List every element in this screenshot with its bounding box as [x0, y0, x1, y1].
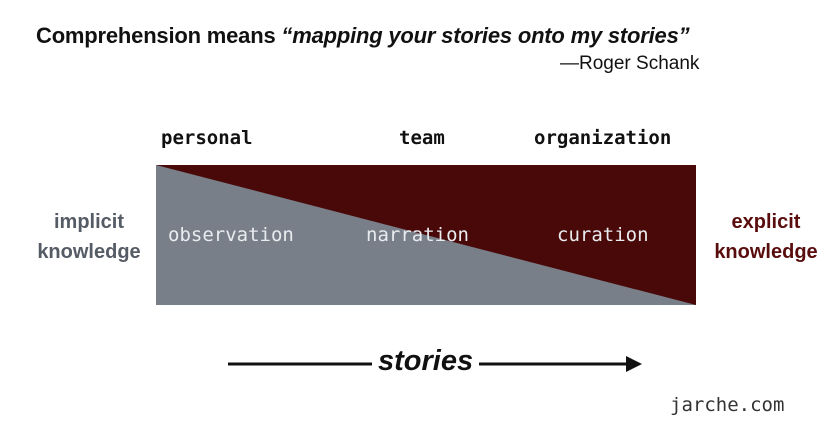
stage-observation: observation [168, 224, 294, 246]
column-label-personal: personal [161, 127, 253, 149]
explicit-label-line2: knowledge [714, 241, 818, 263]
title: Comprehension means “mapping your storie… [36, 23, 690, 49]
column-label-team: team [399, 127, 445, 149]
stories-label: stories [372, 345, 480, 378]
column-label-organization: organization [534, 127, 672, 149]
credit: jarche.com [670, 394, 785, 416]
explicit-knowledge-label: explicit knowledge [706, 207, 826, 267]
implicit-knowledge-label: implicit knowledge [30, 207, 148, 267]
explicit-label-line1: explicit [731, 211, 801, 233]
implicit-label-line2: knowledge [37, 241, 141, 263]
stage-curation: curation [557, 224, 649, 246]
arrow-head [626, 356, 642, 372]
title-quote: “mapping your stories onto my stories” [281, 23, 690, 48]
spectrum-graphic [156, 165, 696, 305]
implicit-region [156, 165, 696, 305]
implicit-label-line1: implicit [53, 211, 124, 233]
knowledge-spectrum-box [156, 165, 696, 305]
stage-narration: narration [366, 224, 469, 246]
attribution: —Roger Schank [560, 53, 700, 74]
title-lead: Comprehension means [36, 23, 282, 48]
